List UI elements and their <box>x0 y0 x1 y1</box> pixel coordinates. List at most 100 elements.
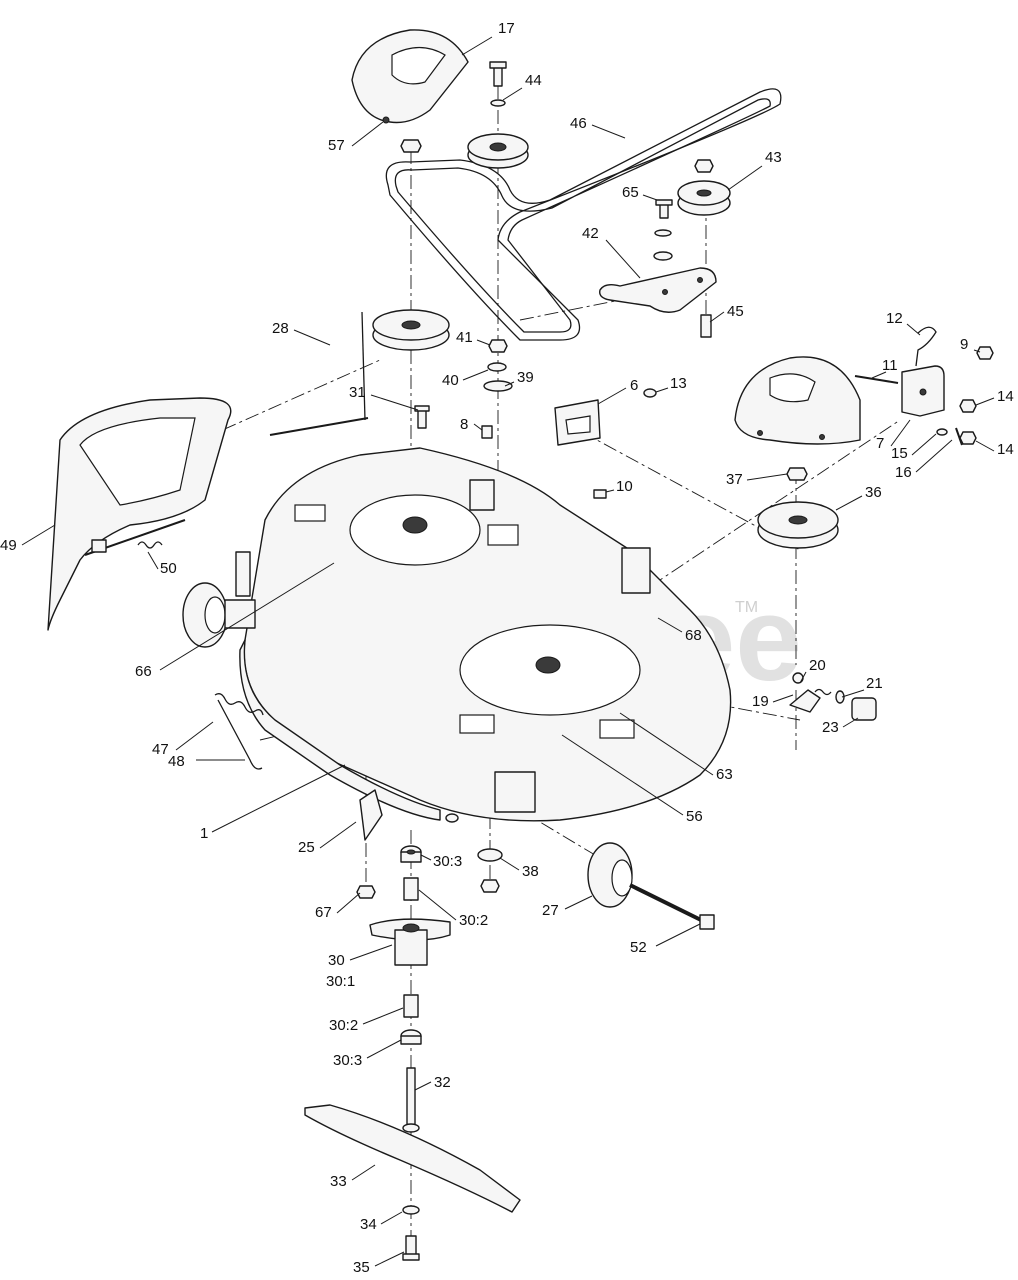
height-adjust-parts <box>789 672 877 721</box>
idler-bolt-44 <box>489 61 507 107</box>
callout-label-c30_3b: 30:3 <box>333 1052 362 1069</box>
callout-label-c52: 52 <box>630 939 647 956</box>
shoulder-bolt-45 <box>700 314 712 338</box>
callout-label-c23: 23 <box>822 719 839 736</box>
bolt-65-washers <box>653 199 673 261</box>
leader-line <box>890 419 911 447</box>
callout-label-c48: 48 <box>168 753 185 770</box>
leader-line <box>336 892 361 914</box>
callout-label-c42: 42 <box>582 225 599 242</box>
callout-label-c9: 9 <box>960 336 968 353</box>
idler-pulley-43 <box>677 159 731 216</box>
callout-label-c30_3a: 30:3 <box>433 853 462 870</box>
callout-label-c30_2b: 30:2 <box>329 1017 358 1034</box>
callout-label-c34: 34 <box>360 1216 377 1233</box>
callout-label-c17: 17 <box>498 20 515 37</box>
blade-bolt-35 <box>402 1235 420 1261</box>
callout-label-c67: 67 <box>315 904 332 921</box>
hex-nut-top-left <box>400 139 422 153</box>
leader-line <box>655 923 701 947</box>
idler-pulley-top <box>467 133 529 169</box>
callout-label-c12: 12 <box>886 310 903 327</box>
bolt-10 <box>593 489 607 499</box>
leader-line <box>362 1007 404 1025</box>
leader-line <box>418 889 457 921</box>
callout-label-c1: 1 <box>200 825 208 842</box>
leader-line <box>727 165 763 191</box>
leader-line <box>366 1039 402 1059</box>
callout-label-c32: 32 <box>434 1074 451 1091</box>
leader-line <box>461 36 493 56</box>
callout-label-c27: 27 <box>542 902 559 919</box>
nut-37 <box>786 467 808 481</box>
front-wheel-left <box>182 551 256 648</box>
leader-line <box>349 944 393 961</box>
leader-line <box>380 1211 403 1225</box>
callout-label-c57: 57 <box>328 137 345 154</box>
callout-label-c41: 41 <box>456 329 473 346</box>
callout-label-c47: 47 <box>152 741 169 758</box>
spindle-shaft-32 <box>402 1067 420 1133</box>
leader-line <box>772 694 794 703</box>
blade-33 <box>304 1104 521 1213</box>
discharge-chute <box>47 397 232 631</box>
leader-line <box>915 439 953 473</box>
callout-label-c16: 16 <box>895 464 912 481</box>
leader-line <box>605 239 641 279</box>
leader-line <box>642 194 658 201</box>
callout-label-c11: 11 <box>882 357 898 374</box>
callout-label-c46: 46 <box>570 115 587 132</box>
callout-label-c49: 49 <box>0 537 17 554</box>
callout-label-c36: 36 <box>865 484 882 501</box>
center-stack-washers <box>483 339 513 392</box>
callout-label-c50: 50 <box>160 560 177 577</box>
callout-label-c10: 10 <box>616 478 633 495</box>
callout-label-c63: 63 <box>716 766 733 783</box>
leader-line <box>597 387 627 405</box>
spacer-30-2-upper <box>403 877 419 901</box>
callout-label-c6: 6 <box>630 377 638 394</box>
callout-label-c33: 33 <box>330 1173 347 1190</box>
bracket-6 <box>554 388 657 446</box>
callout-label-c30_2a: 30:2 <box>459 912 488 929</box>
leader-line <box>975 397 995 406</box>
bolt-31 <box>414 405 430 429</box>
leader-line <box>975 440 995 452</box>
leader-line <box>655 387 669 393</box>
leader-line <box>871 371 887 379</box>
callout-label-c21: 21 <box>866 675 883 692</box>
leader-line <box>835 495 863 511</box>
callout-label-c13: 13 <box>670 375 687 392</box>
leader-line <box>370 394 419 411</box>
leader-line <box>502 87 523 101</box>
leader-line <box>414 1081 432 1091</box>
callout-label-c35: 35 <box>353 1259 370 1276</box>
spring-50 <box>137 541 163 549</box>
leader-line <box>351 1164 376 1181</box>
callout-label-c14b: 14 <box>997 441 1014 458</box>
leader-line <box>564 895 593 910</box>
bearing-30-3-upper <box>400 845 422 863</box>
callout-label-c65: 65 <box>622 184 639 201</box>
leader-line <box>175 721 214 751</box>
leader-line <box>906 323 921 336</box>
spring-47 <box>214 693 264 770</box>
callout-label-c30_1: 30:1 <box>326 973 355 990</box>
leader-line <box>319 821 357 849</box>
spacer-30-2-lower <box>403 994 419 1018</box>
idler-arm-42 <box>599 267 717 313</box>
leader-line <box>462 369 489 381</box>
bearing-30-3-lower <box>400 1029 422 1045</box>
bracket-7 <box>901 365 945 417</box>
leader-line <box>619 712 714 776</box>
callout-label-c40: 40 <box>442 372 459 389</box>
leader-line <box>473 423 483 431</box>
callout-label-c7: 7 <box>876 435 884 452</box>
leader-line <box>351 121 384 147</box>
pin-8 <box>481 425 493 439</box>
rod-28 <box>269 311 369 436</box>
leader-line <box>499 857 520 871</box>
leader-line <box>561 734 684 816</box>
callout-label-c28: 28 <box>272 320 289 337</box>
